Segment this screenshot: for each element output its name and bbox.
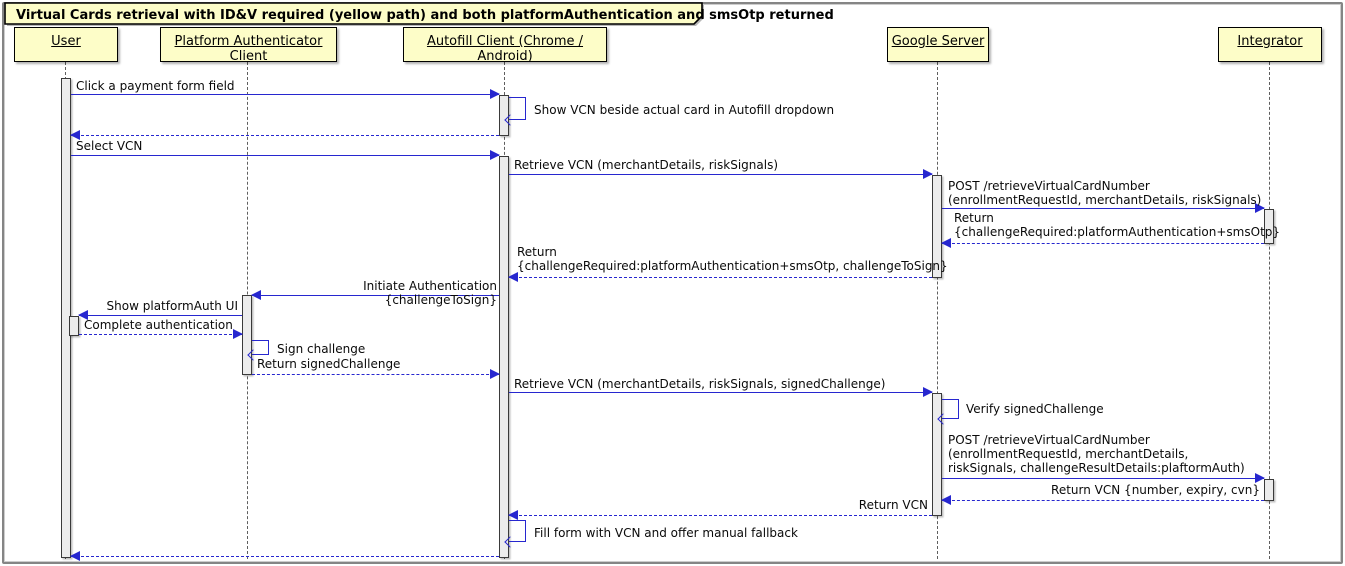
arrowhead-icon bbox=[923, 387, 933, 397]
arrowhead-icon bbox=[923, 169, 933, 179]
selfloop-verify-signed-challenge bbox=[937, 399, 959, 425]
diagram-title: Virtual Cards retrieval with ID&V requir… bbox=[16, 8, 834, 23]
arrow-retrieve-vcn-2 bbox=[509, 387, 933, 397]
activation-autofill-2 bbox=[499, 156, 509, 558]
arrow-initiate-authentication bbox=[251, 290, 499, 300]
lifeline-google-server bbox=[937, 62, 938, 559]
label-click-payment-field: Click a payment form field bbox=[76, 79, 235, 93]
label-retrieve-vcn-2: Retrieve VCN (merchantDetails, riskSigna… bbox=[514, 377, 886, 391]
arrow-return-dropdown bbox=[70, 130, 499, 140]
arrow-return-vcn bbox=[508, 510, 932, 520]
arrowhead-icon bbox=[490, 89, 500, 99]
arrowhead-icon bbox=[1255, 473, 1265, 483]
arrowhead-icon bbox=[490, 369, 500, 379]
label-show-platform-auth-ui: Show platformAuth UI bbox=[106, 299, 238, 313]
selfloop-fill-form bbox=[504, 520, 526, 548]
activation-autofill-1 bbox=[499, 95, 509, 136]
selfloop-sign-challenge bbox=[247, 340, 269, 361]
participant-integrator-label: Integrator bbox=[1237, 34, 1303, 49]
arrow-retrieve-vcn-1 bbox=[509, 169, 933, 179]
arrowhead-icon bbox=[251, 290, 261, 300]
arrow-post-retrieve-2 bbox=[942, 473, 1265, 483]
arrowhead-icon bbox=[941, 238, 951, 248]
arrowhead-icon bbox=[70, 130, 80, 140]
arrow-return-challenge-required bbox=[941, 238, 1264, 248]
label-return-challenge-to-sign: Return {challengeRequired:platformAuthen… bbox=[517, 245, 948, 273]
participant-autofill-client: Autofill Client (Chrome / Android) bbox=[403, 27, 607, 64]
lifeline-integrator bbox=[1269, 62, 1270, 559]
participant-google-server-label: Google Server bbox=[891, 34, 985, 49]
activation-google-1 bbox=[932, 175, 942, 278]
participant-user: User bbox=[14, 27, 118, 62]
participant-google-server: Google Server bbox=[887, 27, 989, 62]
selfloop-show-vcn bbox=[504, 97, 526, 126]
participant-integrator: Integrator bbox=[1218, 27, 1322, 62]
activation-user-nested bbox=[69, 316, 79, 336]
label-return-signed-challenge: Return signedChallenge bbox=[257, 357, 401, 371]
activation-google-2 bbox=[932, 393, 942, 516]
label-verify-signed-challenge: Verify signedChallenge bbox=[966, 402, 1104, 416]
participant-autofill-client-label: Autofill Client (Chrome / Android) bbox=[426, 34, 584, 64]
arrowhead-icon bbox=[233, 329, 243, 339]
arrow-return-signed-challenge bbox=[252, 369, 500, 379]
arrowhead-icon bbox=[508, 510, 518, 520]
label-fill-form: Fill form with VCN and offer manual fall… bbox=[534, 526, 798, 540]
arrow-complete-authentication bbox=[79, 329, 243, 339]
label-show-vcn-dropdown: Show VCN beside actual card in Autofill … bbox=[534, 103, 835, 117]
label-post-retrieve-2: POST /retrieveVirtualCardNumber (enrollm… bbox=[948, 433, 1245, 475]
arrow-return-challenge-to-sign bbox=[508, 272, 932, 282]
label-retrieve-vcn-1: Retrieve VCN (merchantDetails, riskSigna… bbox=[514, 158, 778, 172]
label-select-vcn: Select VCN bbox=[76, 139, 143, 153]
participant-platform-authenticator-label: Platform Authenticator Client bbox=[174, 34, 323, 64]
arrow-click-payment-field bbox=[71, 89, 500, 99]
label-initiate-authentication: Initiate Authentication {challengeToSign… bbox=[363, 279, 497, 307]
participant-platform-authenticator: Platform Authenticator Client bbox=[160, 27, 337, 64]
arrowhead-icon bbox=[508, 272, 518, 282]
arrowhead-icon bbox=[70, 551, 80, 561]
arrow-post-retrieve-1 bbox=[942, 203, 1265, 213]
activation-integrator-2 bbox=[1264, 479, 1274, 501]
label-post-retrieve-1: POST /retrieveVirtualCardNumber (enrollm… bbox=[948, 179, 1262, 207]
arrowhead-icon bbox=[78, 310, 88, 320]
arrow-show-platform-auth-ui bbox=[78, 310, 242, 320]
arrow-final-return-user bbox=[70, 551, 499, 561]
diagram-title-tab: Virtual Cards retrieval with ID&V requir… bbox=[4, 2, 834, 28]
arrowhead-icon bbox=[490, 150, 500, 160]
activation-platform-authenticator bbox=[242, 295, 252, 375]
label-return-challenge-required: Return {challengeRequired:platformAuthen… bbox=[954, 211, 1281, 239]
label-complete-authentication: Complete authentication bbox=[84, 318, 233, 332]
arrowhead-icon bbox=[941, 495, 951, 505]
title-tab-shape bbox=[4, 2, 704, 26]
label-return-vcn-full: Return VCN {number, expiry, cvn} bbox=[1051, 483, 1260, 497]
participant-user-label: User bbox=[51, 34, 81, 49]
label-sign-challenge: Sign challenge bbox=[277, 342, 366, 356]
arrow-return-vcn-full bbox=[941, 495, 1264, 505]
arrowhead-icon bbox=[1255, 203, 1265, 213]
arrow-select-vcn bbox=[71, 150, 500, 160]
activation-integrator-1 bbox=[1264, 209, 1274, 244]
label-return-vcn: Return VCN bbox=[858, 498, 928, 512]
